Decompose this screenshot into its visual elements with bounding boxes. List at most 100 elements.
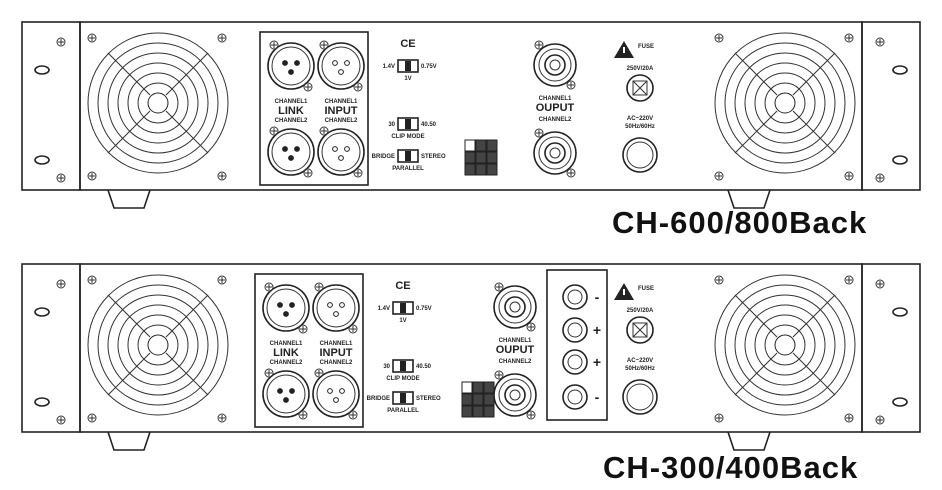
- stereo-label: STEREO: [416, 396, 441, 402]
- screw-icon: [87, 171, 97, 181]
- sensitivity-high-label: 0.75V: [421, 64, 437, 70]
- clip-mode-switch[interactable]: [392, 359, 414, 373]
- warning-triangle-icon: [614, 41, 634, 58]
- link-xlr-channel1[interactable]: [262, 282, 310, 334]
- cert-marks: CE: [395, 280, 410, 292]
- screw-icon: [56, 173, 66, 183]
- screw-icon: [526, 410, 536, 420]
- input-xlr-channel2[interactable]: [312, 368, 360, 420]
- xlr-input-box: [259, 31, 369, 186]
- link-xlr-channel2[interactable]: [267, 126, 315, 178]
- input-xlr-channel2[interactable]: [317, 126, 365, 178]
- speakon-output-channel2[interactable]: [533, 128, 577, 178]
- cert-marks: CE: [400, 38, 415, 50]
- right-fan-grill-icon: [714, 32, 856, 181]
- model-label-ch600-800: CH-600/800Back: [612, 205, 868, 240]
- fuse-label: FUSE: [638, 286, 654, 292]
- foot: [727, 431, 771, 451]
- sensitivity-switch[interactable]: [392, 301, 414, 315]
- dip-terminal-grid: [461, 381, 495, 418]
- fuse-holder[interactable]: [626, 316, 654, 344]
- power-inlet[interactable]: [622, 137, 658, 173]
- sensitivity-high-label: 0.75V: [416, 306, 432, 312]
- sensitivity-switch[interactable]: [397, 59, 419, 73]
- polarity-sign: -: [595, 289, 600, 305]
- screw-icon: [714, 171, 724, 181]
- screw-icon: [714, 33, 724, 43]
- left-rack-ear: [21, 21, 81, 191]
- link-xlr-channel1[interactable]: [267, 40, 315, 92]
- input-xlr-channel1[interactable]: [317, 40, 365, 92]
- link-channel1-label: CHANNEL1: [275, 99, 308, 105]
- left-fan-grill-icon: [87, 32, 229, 181]
- speakon-output-channel1[interactable]: [533, 40, 577, 90]
- right-rack-ear: [861, 263, 921, 433]
- screw-icon: [348, 410, 358, 420]
- fuse-rating-label: 250V/20A: [627, 308, 654, 314]
- ac-voltage-label: AC~220V: [627, 116, 653, 122]
- chassis-body: [79, 21, 863, 191]
- screw-icon: [875, 173, 885, 183]
- clip-mode-label: CLIP MODE: [386, 376, 419, 382]
- screw-icon: [217, 171, 227, 181]
- screw-icon: [844, 33, 854, 43]
- parallel-label: PARALLEL: [392, 166, 424, 172]
- sensitivity-low-label: 1.4V: [378, 306, 390, 312]
- screw-icon: [217, 33, 227, 43]
- sensitivity-mid-label: 1V: [399, 318, 406, 324]
- link-channel2-label: CHANNEL2: [270, 360, 303, 366]
- input-channel2-label: CHANNEL2: [320, 360, 353, 366]
- polarity-sign: -: [595, 389, 600, 405]
- clip-mode-switch[interactable]: [397, 117, 419, 131]
- right-rack-ear: [861, 21, 921, 191]
- foot: [107, 189, 151, 209]
- power-inlet[interactable]: [622, 379, 658, 415]
- output-channel2-label: CHANNEL2: [539, 117, 572, 123]
- link-xlr-channel2[interactable]: [262, 368, 310, 420]
- binding-post[interactable]: [562, 284, 588, 310]
- binding-post[interactable]: [562, 384, 588, 410]
- screw-icon: [56, 279, 66, 289]
- binding-post[interactable]: [562, 317, 588, 343]
- screw-icon: [303, 82, 313, 92]
- screw-icon: [314, 282, 324, 292]
- output-label: OUPUT: [496, 344, 535, 356]
- binding-post-terminal-block: [546, 269, 608, 421]
- screw-icon: [319, 40, 329, 50]
- screw-icon: [566, 168, 576, 178]
- sensitivity-low-label: 1.4V: [383, 64, 395, 70]
- polarity-sign: +: [593, 322, 601, 338]
- fuse-holder[interactable]: [626, 74, 654, 102]
- speakon-output-channel1[interactable]: [493, 282, 537, 332]
- ac-voltage-label: AC~220V: [627, 358, 653, 364]
- link-channel1-label: CHANNEL1: [270, 341, 303, 347]
- screw-icon: [714, 275, 724, 285]
- input-xlr-channel1[interactable]: [312, 282, 360, 334]
- rack-slot: [34, 155, 50, 165]
- screw-icon: [87, 275, 97, 285]
- model-label-ch300-400: CH-300/400Back: [603, 450, 859, 485]
- right-fan-grill-icon: [714, 274, 856, 423]
- screw-icon: [56, 415, 66, 425]
- screw-icon: [264, 282, 274, 292]
- screw-icon: [844, 275, 854, 285]
- screw-icon: [875, 415, 885, 425]
- rack-slot: [34, 307, 50, 317]
- speakon-output-channel2[interactable]: [493, 370, 537, 420]
- clip-right-label: 40.50: [421, 122, 437, 128]
- rack-slot: [34, 65, 50, 75]
- link-channel2-label: CHANNEL2: [275, 118, 308, 124]
- mode-switch[interactable]: [392, 391, 414, 405]
- dip-terminal-grid: [464, 139, 498, 176]
- screw-icon: [56, 37, 66, 47]
- screw-icon: [217, 275, 227, 285]
- binding-post[interactable]: [562, 349, 588, 375]
- output-channel2-label: CHANNEL2: [499, 359, 532, 365]
- sensitivity-mid-label: 1V: [404, 76, 411, 82]
- screw-icon: [875, 37, 885, 47]
- warning-triangle-icon: [614, 283, 634, 300]
- clip-left-label: 30: [388, 122, 395, 128]
- chassis-body: [79, 263, 863, 433]
- mode-switch[interactable]: [397, 149, 419, 163]
